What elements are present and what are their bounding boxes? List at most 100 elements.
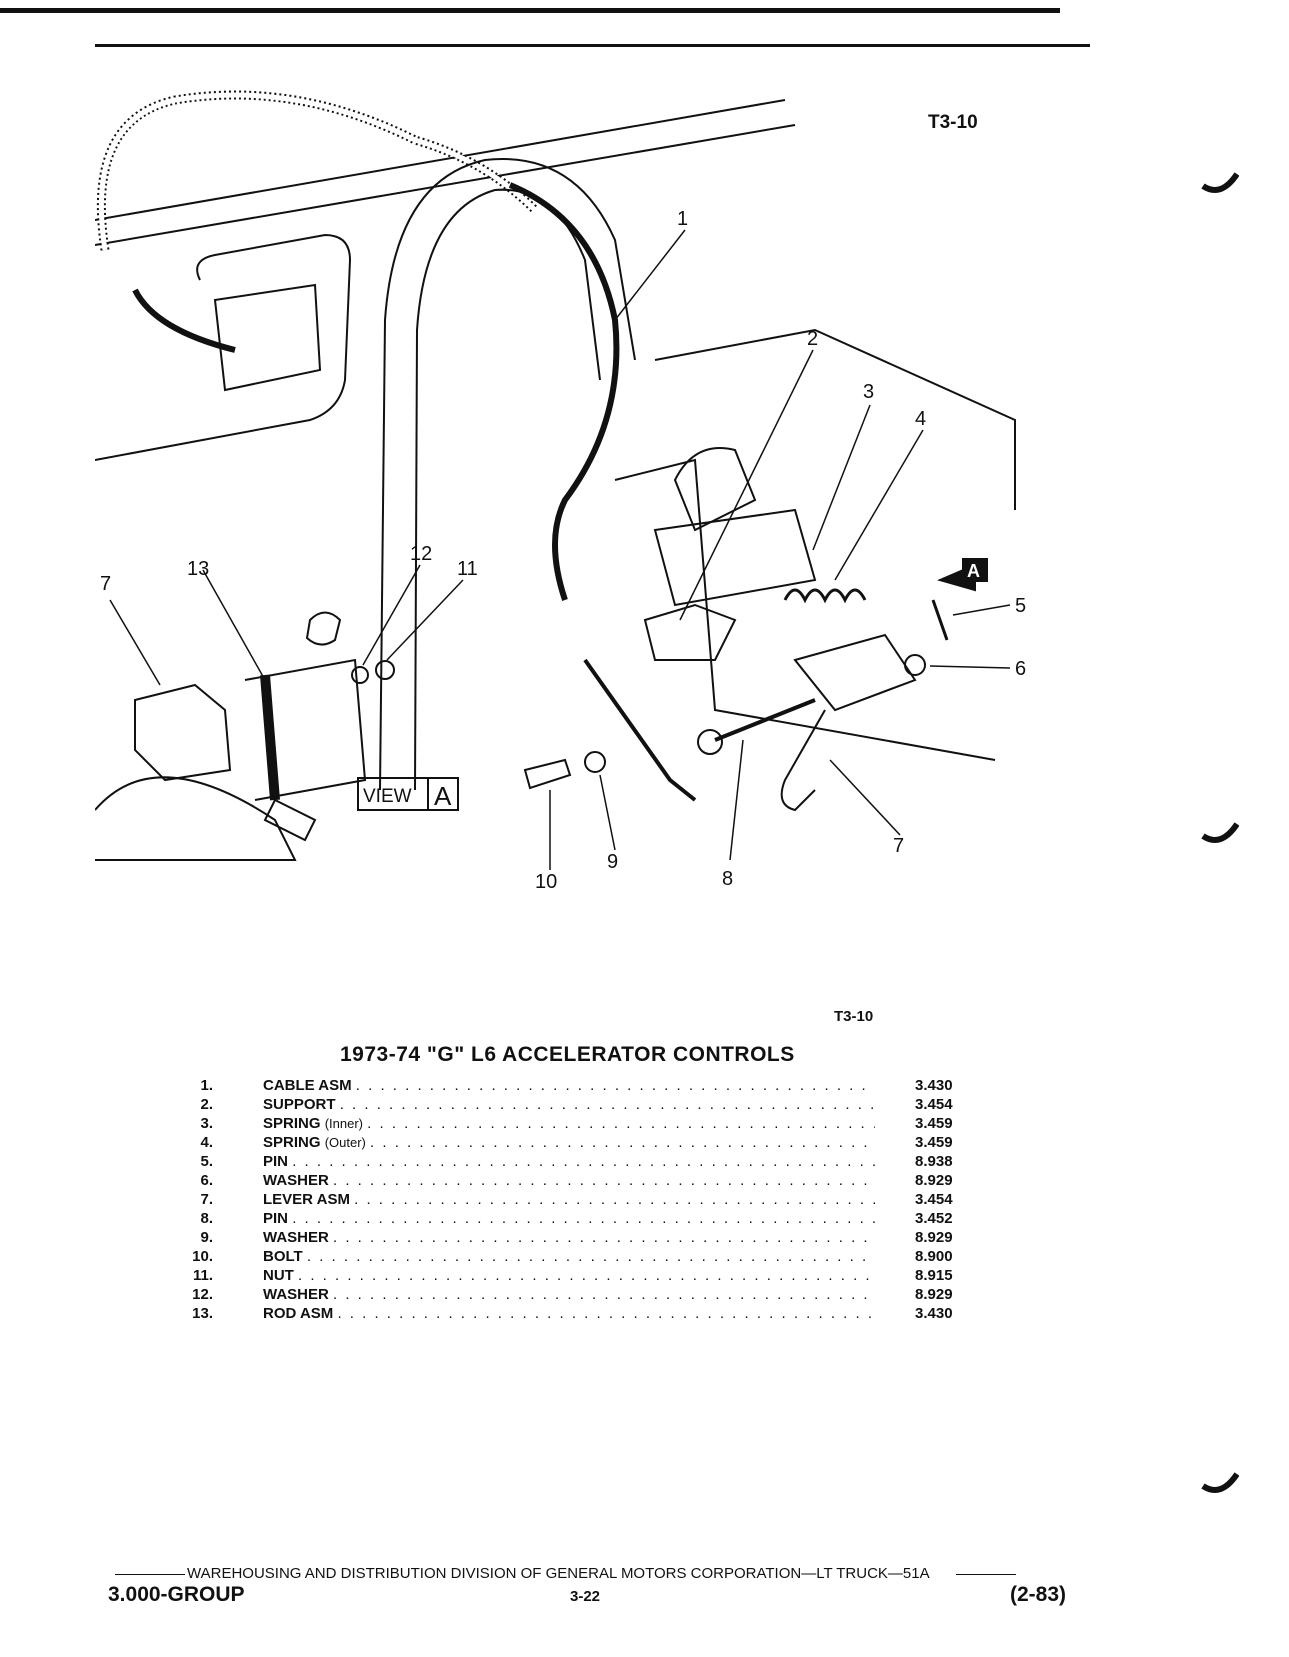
view-label: VIEW (363, 786, 412, 807)
part-row: 11. NUT . . . . . . . . . . . . . . . . … (175, 1266, 975, 1285)
leader-4 (834, 429, 924, 581)
main-cable (508, 182, 620, 601)
part-row: 4. SPRING (Outer) . . . . . . . . . . . … (175, 1133, 975, 1152)
part-code: 8.929 (915, 1229, 953, 1246)
part-row: 5. PIN . . . . . . . . . . . . . . . . .… (175, 1152, 975, 1171)
exploded-diagram: 1 2 3 4 5 6 7 7 8 9 10 11 12 13 VIEW A A (95, 90, 1026, 893)
part-name: SPRING (Inner) . . . . . . . . . . . . .… (263, 1115, 875, 1132)
part-row: 6. WASHER . . . . . . . . . . . . . . . … (175, 1171, 975, 1190)
leader-3 (812, 404, 871, 551)
footer-date: (2-83) (1010, 1583, 1067, 1606)
part-name: WASHER . . . . . . . . . . . . . . . . .… (263, 1229, 875, 1246)
viewA-washer-12 (351, 666, 369, 684)
viewA-block (244, 658, 367, 801)
engine-side (614, 458, 996, 761)
part-number: 5. (200, 1153, 213, 1170)
part-number: 4. (200, 1134, 213, 1151)
callout-7-right: 7 (893, 835, 904, 857)
binder-hole-mark (1201, 822, 1239, 843)
footer-group: 3.000-GROUP (108, 1583, 245, 1606)
part-number: 9. (200, 1229, 213, 1246)
part-code: 3.454 (915, 1191, 953, 1208)
lever-asm (793, 633, 917, 712)
firewall-inner (213, 283, 322, 392)
part-row: 7. LEVER ASM . . . . . . . . . . . . . .… (175, 1190, 975, 1209)
viewA-rod (260, 674, 280, 801)
part-code: 3.452 (915, 1210, 953, 1227)
cable-end (583, 658, 697, 802)
callout-13: 13 (187, 558, 209, 580)
part-number: 13. (192, 1305, 213, 1322)
callout-11: 11 (457, 558, 478, 580)
washer-6 (904, 654, 926, 676)
figure-code-top: T3-10 (928, 112, 978, 133)
part-name: NUT . . . . . . . . . . . . . . . . . . … (263, 1267, 875, 1284)
callout-6: 6 (1015, 658, 1026, 680)
viewA-stud (305, 611, 342, 646)
leader-8 (729, 739, 744, 861)
part-number: 2. (200, 1096, 213, 1113)
part-code: 3.430 (915, 1077, 953, 1094)
part-name: WASHER . . . . . . . . . . . . . . . . .… (263, 1286, 875, 1303)
callout-1: 1 (677, 208, 688, 230)
firewall-plate (95, 233, 352, 461)
lever-arm (780, 709, 826, 812)
part-code: 3.459 (915, 1134, 953, 1151)
cable-loop-outer (96, 90, 539, 251)
part-qualifier: (Outer) (324, 1135, 366, 1150)
part-row: 8. PIN . . . . . . . . . . . . . . . . .… (175, 1209, 975, 1228)
callout-7-left: 7 (100, 573, 111, 595)
part-row: 10. BOLT . . . . . . . . . . . . . . . .… (175, 1247, 975, 1266)
top-border-rule (0, 8, 1060, 13)
part-number: 8. (200, 1210, 213, 1227)
viewA-bracket (134, 683, 232, 782)
part-row: 3. SPRING (Inner) . . . . . . . . . . . … (175, 1114, 975, 1133)
leader-12 (362, 564, 421, 666)
leader-13 (202, 569, 266, 681)
part-name: WASHER . . . . . . . . . . . . . . . . .… (263, 1172, 875, 1189)
footer-page-number: 3-22 (570, 1588, 601, 1605)
leader-5 (952, 604, 1011, 616)
engine-top (654, 328, 1016, 510)
part-code: 3.454 (915, 1096, 953, 1113)
part-row: 1. CABLE ASM . . . . . . . . . . . . . .… (175, 1076, 975, 1095)
part-code: 3.430 (915, 1305, 953, 1322)
part-code: 8.929 (915, 1286, 953, 1303)
leader-2 (679, 349, 814, 621)
callout-3: 3 (863, 381, 874, 403)
callout-4: 4 (915, 408, 926, 430)
part-name: SPRING (Outer) . . . . . . . . . . . . .… (263, 1134, 875, 1151)
pin-5 (931, 599, 949, 641)
parts-list: 1. CABLE ASM . . . . . . . . . . . . . .… (175, 1076, 975, 1323)
binder-hole-mark (1201, 1472, 1239, 1493)
callout-5: 5 (1015, 595, 1026, 617)
washer-9 (584, 751, 606, 773)
part-name: PIN . . . . . . . . . . . . . . . . . . … (263, 1153, 875, 1170)
column-arc-outer (379, 158, 636, 791)
part-code: 8.900 (915, 1248, 953, 1265)
part-qualifier: (Inner) (324, 1116, 363, 1131)
pin-8 (714, 698, 816, 742)
part-row: 9. WASHER . . . . . . . . . . . . . . . … (175, 1228, 975, 1247)
body-panel-line-2 (95, 124, 796, 246)
arrow-a-badge: A (962, 558, 988, 582)
view-a-label: VIEW A (357, 777, 459, 811)
footer-publisher-text: WAREHOUSING AND DISTRIBUTION DIVISION OF… (187, 1565, 930, 1582)
part-name: CABLE ASM . . . . . . . . . . . . . . . … (263, 1077, 875, 1094)
leader-7-left (109, 599, 161, 686)
part-number: 6. (200, 1172, 213, 1189)
part-row: 12. WASHER . . . . . . . . . . . . . . .… (175, 1285, 975, 1304)
body-panel-line (95, 99, 786, 221)
part-name: ROD ASM . . . . . . . . . . . . . . . . … (263, 1305, 875, 1322)
viewA-nut-11 (375, 660, 395, 680)
springs (783, 588, 867, 604)
binder-hole-mark (1201, 172, 1239, 193)
part-number: 10. (192, 1248, 213, 1265)
callout-10: 10 (535, 871, 557, 893)
part-number: 3. (200, 1115, 213, 1132)
footer-publisher: WAREHOUSING AND DISTRIBUTION DIVISION OF… (115, 1565, 1016, 1582)
part-number: 7. (200, 1191, 213, 1208)
leader-6 (929, 665, 1011, 669)
legend-title: 1973-74 "G" L6 ACCELERATOR CONTROLS (340, 1043, 795, 1066)
part-number: 12. (192, 1286, 213, 1303)
